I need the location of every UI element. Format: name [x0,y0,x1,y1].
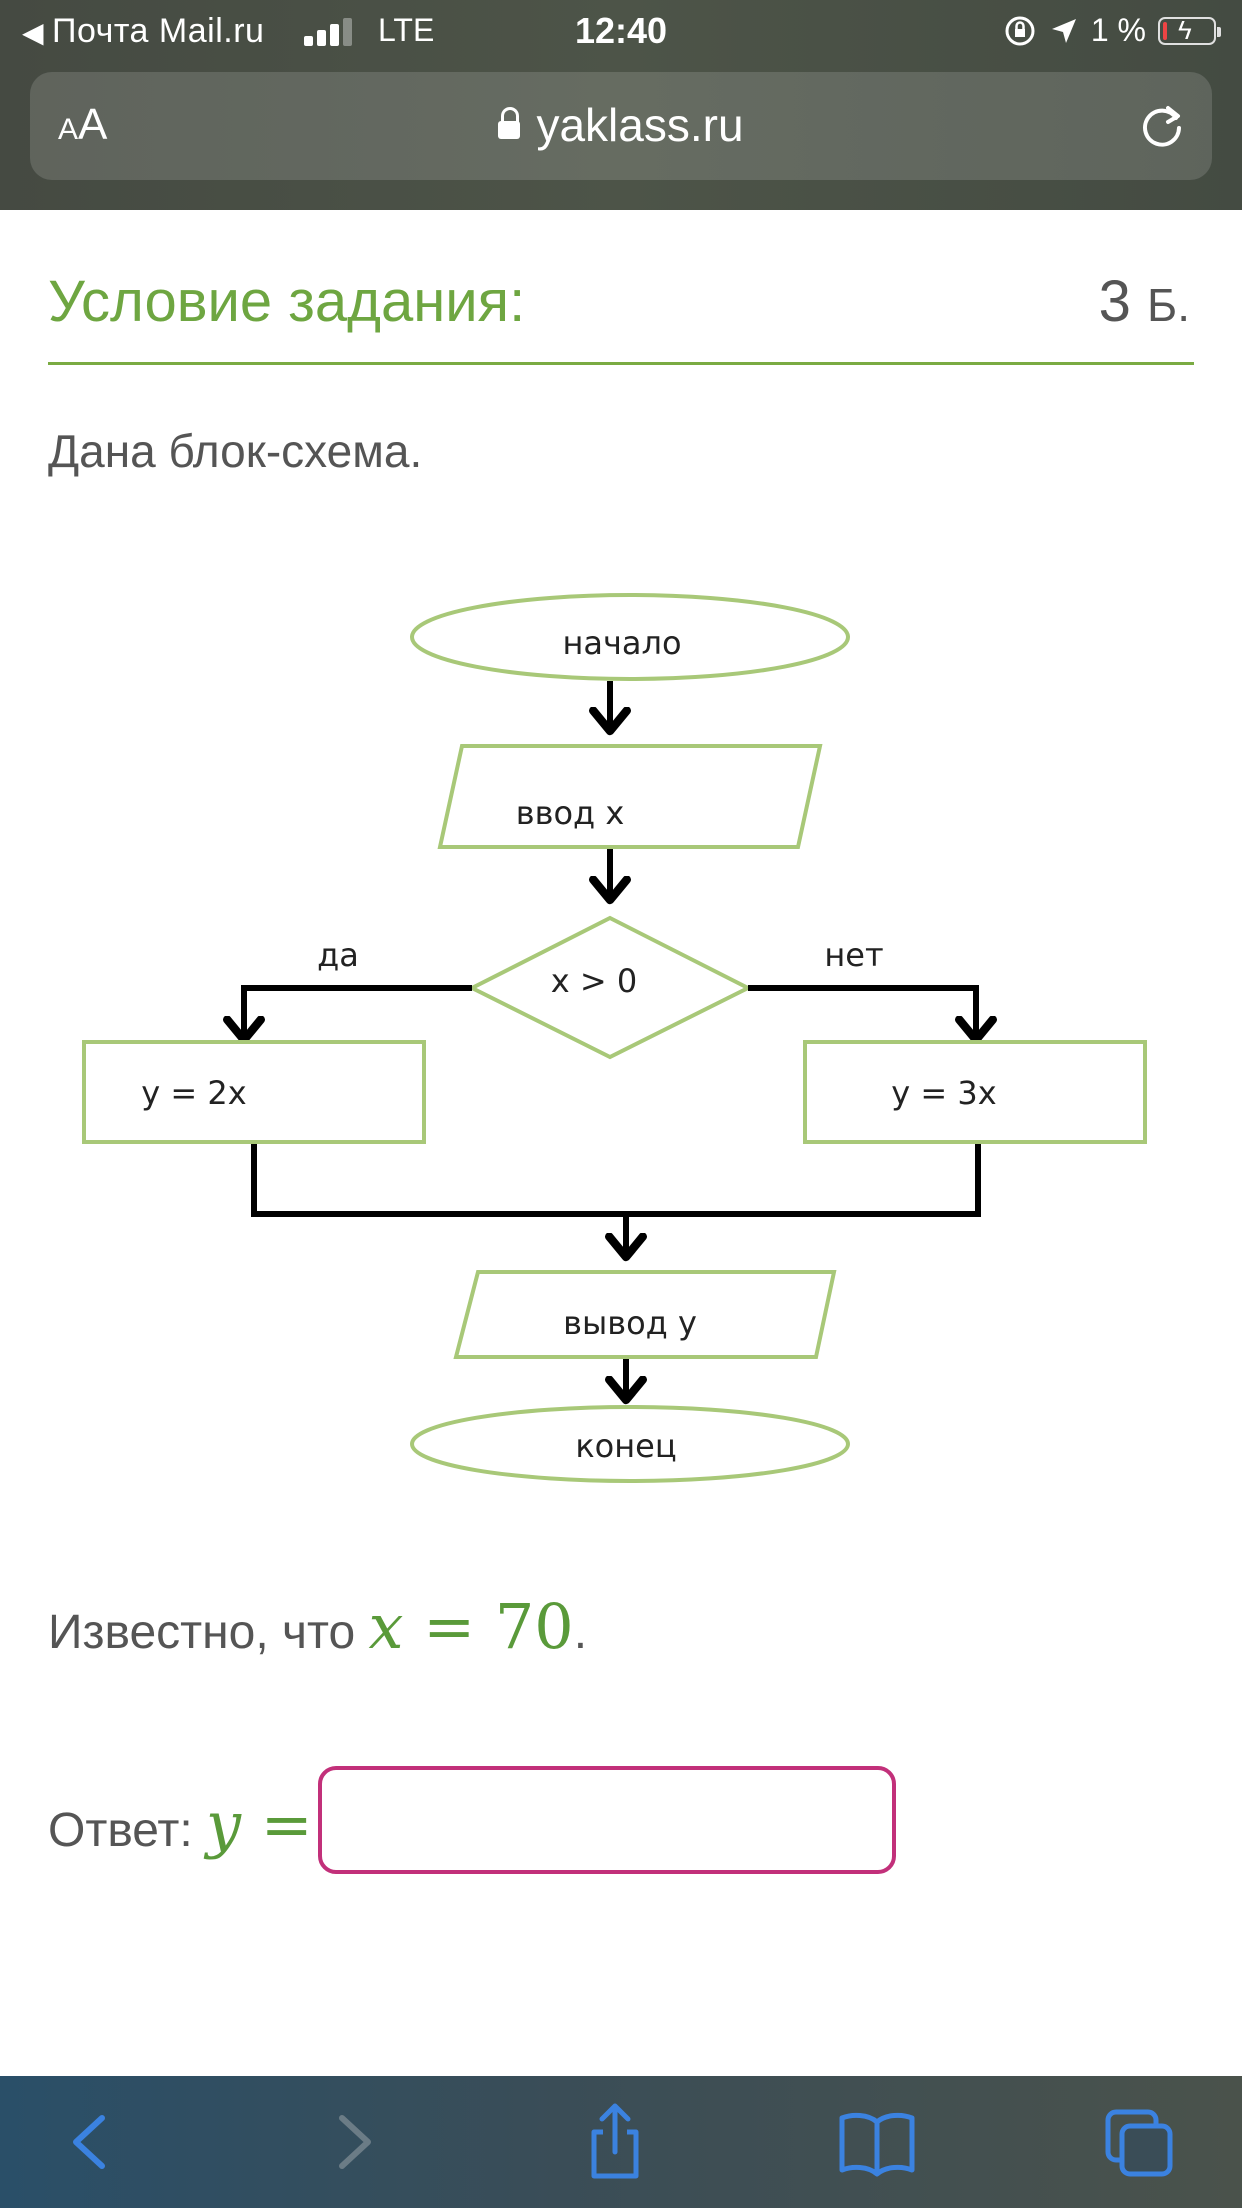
score-unit: Б. [1147,279,1190,331]
answer-row: Ответ: y = [48,1788,313,1861]
status-right-group: 1 % ϟ [1003,12,1221,49]
task-header: Условие задания: 3 Б. [48,262,1194,365]
battery-icon: ϟ [1158,15,1221,45]
answer-equals: = [241,1788,313,1861]
signal-strength-icon [304,18,356,46]
flowchart-output-label: вывод y [563,1304,697,1342]
share-icon[interactable] [570,2100,660,2184]
flowchart-condition-label: x > 0 [551,962,637,1000]
flowchart-condition-shape [467,915,753,1060]
clock: 12:40 [574,10,668,51]
answer-math: y = [206,1788,313,1861]
domain-text: yaklass.ru [536,99,744,151]
flowchart-diagram: начало ввод x x > 0 да нет y = 2x y = 3x… [82,593,1147,1483]
back-app-label: Почта Mail.ru [52,12,265,50]
flowchart-yes-box-label: y = 2x [141,1074,246,1112]
flowchart-no-box [803,1040,1147,1144]
url-display[interactable]: yaklass.ru [30,98,1212,152]
address-bar[interactable]: AA yaklass.ru [30,72,1212,180]
task-intro: Дана блок-схема. [48,425,423,477]
flowchart-no-label: нет [824,936,883,974]
tabs-icon[interactable] [1094,2100,1184,2184]
answer-input[interactable] [318,1766,896,1874]
given-suffix: . [573,1606,588,1659]
flowchart-start-label: начало [562,624,681,662]
flowchart-end-label: конец [575,1427,676,1465]
score-value: 3 [1098,269,1131,334]
task-score: 3 Б. [1099,268,1190,335]
flowchart-input-shape [437,744,823,849]
flowchart-end-shape [410,1405,850,1483]
location-arrow-icon [1051,18,1076,43]
text-size-label: A [78,100,108,149]
answer-label: Ответ: [48,1804,193,1857]
back-arrow-icon[interactable] [46,2100,136,2184]
battery-percent: 1 % [1090,12,1146,48]
flowchart-yes-label: да [317,936,359,974]
given-variable: x [368,1590,404,1663]
given-equals: = [403,1590,495,1663]
back-triangle-icon: ◀ [22,17,45,48]
task-title: Условие задания: [48,269,526,334]
bookmarks-icon[interactable] [832,2100,922,2184]
lock-icon [498,107,521,139]
given-value: 70 [494,1590,574,1663]
given-prefix: Известно, что [48,1606,356,1659]
given-math: x = 70 [369,1590,574,1663]
flowchart-yes-box [82,1040,426,1144]
browser-top-bar: ◀Почта Mail.ru LTE 12:40 1 % ϟ AA yaklas… [0,0,1242,210]
orientation-lock-icon [1005,16,1035,45]
flowchart-input-label: ввод x [516,794,625,832]
forward-arrow-icon[interactable] [308,2100,398,2184]
answer-variable: y [206,1788,242,1861]
network-type: LTE [378,12,435,48]
given-condition: Известно, что x = 70. [48,1590,587,1663]
reload-icon[interactable] [1132,96,1192,156]
text-size-button[interactable]: AA [58,100,108,149]
flowchart-start-shape [410,593,850,681]
flowchart-output-shape [453,1270,837,1359]
status-bar: ◀Почта Mail.ru LTE 12:40 1 % ϟ [0,0,1242,64]
flowchart-no-box-label: y = 3x [891,1074,996,1112]
browser-toolbar [0,2076,1242,2208]
back-to-app-link[interactable]: ◀Почта Mail.ru [22,12,264,51]
